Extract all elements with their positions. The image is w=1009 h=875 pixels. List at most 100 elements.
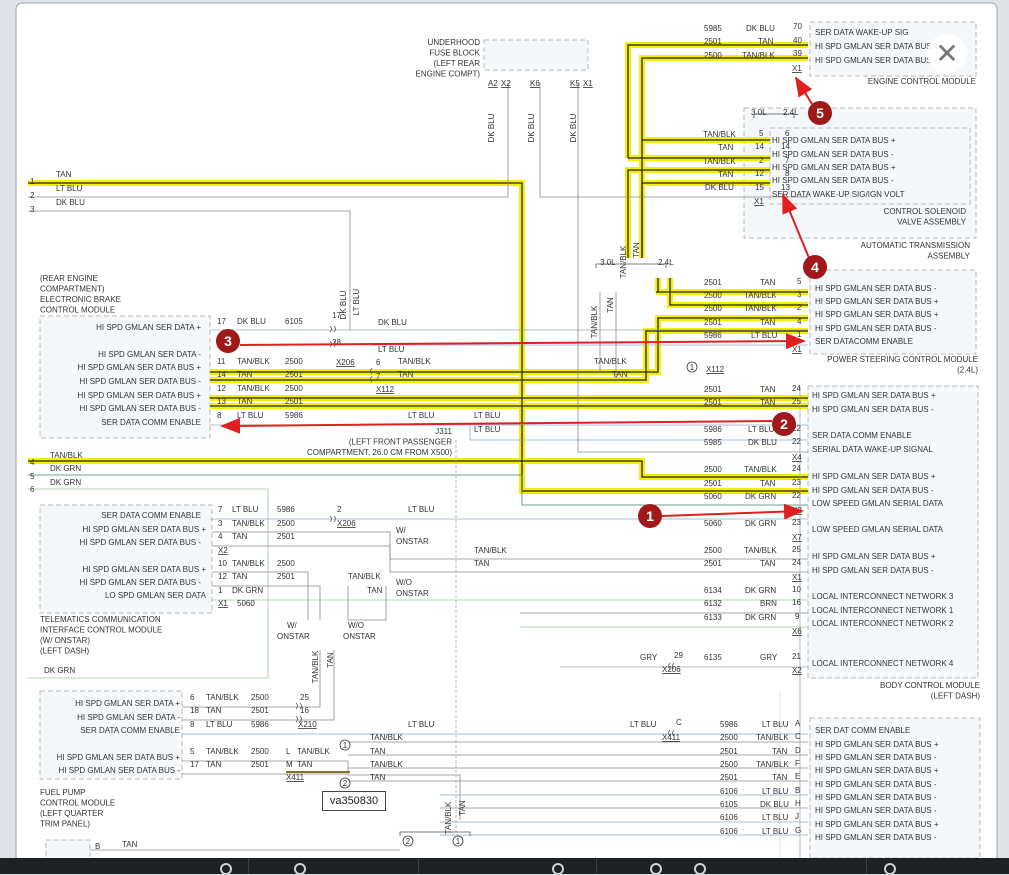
wire-label: 2501 [285,370,303,379]
wire-label: TAN [232,532,248,541]
pin-label: SER DATA COMM ENABLE [812,431,912,440]
pin-label: HI SPD GMLAN SER DATA BUS - [79,578,201,587]
connector-label: X112 [706,365,725,374]
callout-number: 5 [816,105,824,121]
wire-label: 23 [792,478,801,487]
wire-label: TAN/BLK [232,559,265,568]
wire-label: 2500 [704,304,722,313]
wire-label: DK BLU [56,198,85,207]
pin-label: LOCAL INTERCONNECT NETWORK 3 [812,592,954,601]
module-title-ebcm: CONTROL MODULE [40,306,115,315]
wire-label: LT BLU [474,411,501,420]
module-title-fpcm: FUEL PUMP [40,788,86,797]
wire-label: TAN/BLK [370,733,403,742]
wire-label: TAN/BLK [744,304,777,313]
vertical-wire-label: DK BLU [569,113,578,142]
wire-label: LT BLU [474,425,501,434]
pin-label: HI SPD GMLAN SER DATA BUS - [815,833,937,842]
toolbar-search-icon[interactable] [650,863,662,875]
wire-label: LT BLU [408,720,435,729]
pin-label: HI SPD GMLAN SER DATA BUS - [815,753,937,762]
toolbar-info-icon[interactable] [694,863,706,875]
wire-label: 24 [792,558,801,567]
module-title-ecm: ENGINE CONTROL MODULE [868,77,976,86]
wire-label: DK GRN [745,613,776,622]
pin-label: SER DATA WAKE-UP SIG/IGN VOLT [772,190,905,199]
module-title-ebcm: ELECTRONIC BRAKE [40,295,121,304]
wire-label: LT BLU [751,331,778,340]
callout-marker-4 [803,255,827,279]
wire-label: E [795,772,800,781]
wire-label: 14 [781,142,790,151]
connector-label: X2 [792,666,802,675]
wire-label: 6 [785,129,790,138]
wire-label: DK BLU [237,317,266,326]
wire-label: TAN/BLK [756,760,789,769]
splice-label: 2 [343,779,348,788]
callout-number: 2 [780,416,788,432]
callout-number: 1 [646,508,654,524]
wire-label: A [795,719,801,728]
wire-label: TAN/BLK [756,733,789,742]
wire-label: 2500 [285,357,303,366]
wire-label: L [286,747,291,756]
module-title-bcm: BODY CONTROL MODULE [880,681,980,690]
wire-label: 6105 [285,317,303,326]
pin-label: HI SPD GMLAN SER DATA BUS + [77,391,201,400]
pin-label: LOCAL INTERCONNECT NETWORK 2 [812,619,954,628]
wire-label: 8 [217,411,222,420]
toolbar-refresh-icon[interactable] [552,863,564,875]
wire-label: TAN [206,760,222,769]
connector-label: X112 [376,385,395,394]
splice-circle [452,835,464,847]
wire-label: LT BLU [237,411,264,420]
connector-label: X206 [662,665,681,674]
pin-label: HI SPD GMLAN SER DATA BUS - [772,176,894,185]
connector-label: X7 [792,533,802,542]
vertical-wire-label: TAN [606,297,615,313]
wire-label: TAN/BLK [348,572,381,581]
splice-label: 2 [406,837,411,846]
wire-label: 2500 [277,559,295,568]
wire-label: 5985 [704,24,722,33]
wire-label: 8 [785,169,790,178]
wire-label: DK GRN [50,464,81,473]
wire-label: 2500 [720,760,738,769]
vertical-wire-label: TAN/BLK [590,305,599,338]
pin-label: HI SPD GMLAN SER DATA BUS - [815,793,937,802]
wire-label: 2500 [704,546,722,555]
wire-label: 2501 [251,706,269,715]
toolbar-separator [596,858,597,874]
pin-label: HI SPD GMLAN SER DATA BUS + [772,163,896,172]
toolbar-rotate-icon[interactable] [294,863,306,875]
wire-label: 6133 [704,613,722,622]
toolbar-menu-icon[interactable] [884,863,896,875]
wire-label: TAN [718,170,734,179]
wire-label: 12 [755,169,764,178]
wire-label: 2500 [720,733,738,742]
vertical-wire-label: TAN [458,800,467,816]
ebcm-panel [39,315,211,439]
viewer-toolbar [0,858,1009,875]
module-title-j311: J311 [435,427,452,436]
close-button[interactable]: ✕ [925,32,969,76]
wire-label: 2501 [704,318,722,327]
vertical-wire-label: TAN/BLK [444,801,453,834]
pin-label: LO SPD GMLAN SER DATA [105,591,207,600]
pin-label: HI SPD GMLAN SER DATA BUS - [79,377,201,386]
toolbar-zoom-icon[interactable] [220,863,232,875]
pin-label: HI SPD GMLAN SER DATA BUS - [79,538,201,547]
wire-label: TAN [56,170,72,179]
connector-label: X206 [336,358,355,367]
wire-label: TAN [237,370,253,379]
pin-label: SER DATA COMM ENABLE [80,726,180,735]
wire-label: D [795,746,801,755]
wire-label: 6106 [720,787,738,796]
connector-label: X1 [792,345,802,354]
wire-label: 5986 [704,331,722,340]
connector-label: X1 [218,599,228,608]
wire-label: TAN/BLK [206,693,239,702]
connector-label: X1 [792,573,802,582]
wire-label: 14 [217,370,226,379]
annotation-arrows [220,76,813,520]
